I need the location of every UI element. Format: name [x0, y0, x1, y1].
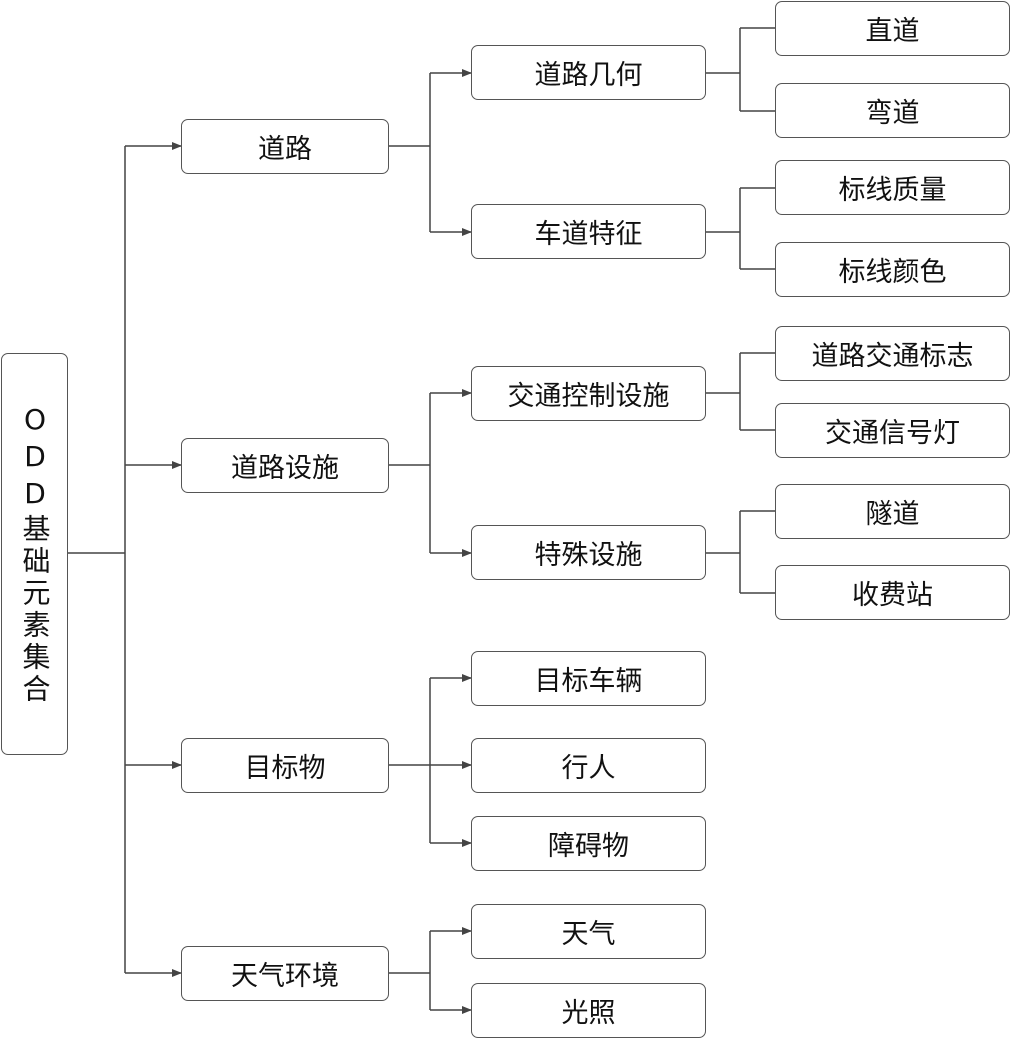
root-node: ODD基础元素集合 — [1, 353, 68, 755]
connector-target — [389, 678, 431, 843]
node-traffic-signals: 交通信号灯 — [775, 403, 1010, 458]
node-road: 道路 — [181, 119, 389, 174]
node-lane-feature: 车道特征 — [471, 204, 706, 259]
node-obstacle: 障碍物 — [471, 816, 706, 871]
connector-special-facility — [706, 510, 775, 594]
node-lighting: 光照 — [471, 983, 706, 1038]
node-road-geometry: 道路几何 — [471, 45, 706, 100]
connector-traffic-control — [706, 352, 775, 431]
node-target-object: 目标物 — [181, 738, 389, 793]
node-toll-station: 收费站 — [775, 565, 1010, 620]
node-traffic-control-facility: 交通控制设施 — [471, 366, 706, 421]
node-pedestrian: 行人 — [471, 738, 706, 793]
node-traffic-signs: 道路交通标志 — [775, 326, 1010, 381]
node-road-facility: 道路设施 — [181, 438, 389, 493]
node-weather: 天气 — [471, 904, 706, 959]
node-marking-color: 标线颜色 — [775, 242, 1010, 297]
node-weather-environment: 天气环境 — [181, 946, 389, 1001]
connector-road-geometry — [706, 27, 775, 112]
node-tunnel: 隧道 — [775, 484, 1010, 539]
node-target-vehicle: 目标车辆 — [471, 651, 706, 706]
node-marking-quality: 标线质量 — [775, 160, 1010, 215]
connector-road — [389, 73, 431, 232]
connector-facility — [389, 393, 431, 553]
node-curved-road: 弯道 — [775, 83, 1010, 138]
node-straight-road: 直道 — [775, 1, 1010, 56]
connector-lane-feature — [706, 187, 775, 270]
node-special-facility: 特殊设施 — [471, 525, 706, 580]
connector-environment — [389, 931, 431, 1010]
